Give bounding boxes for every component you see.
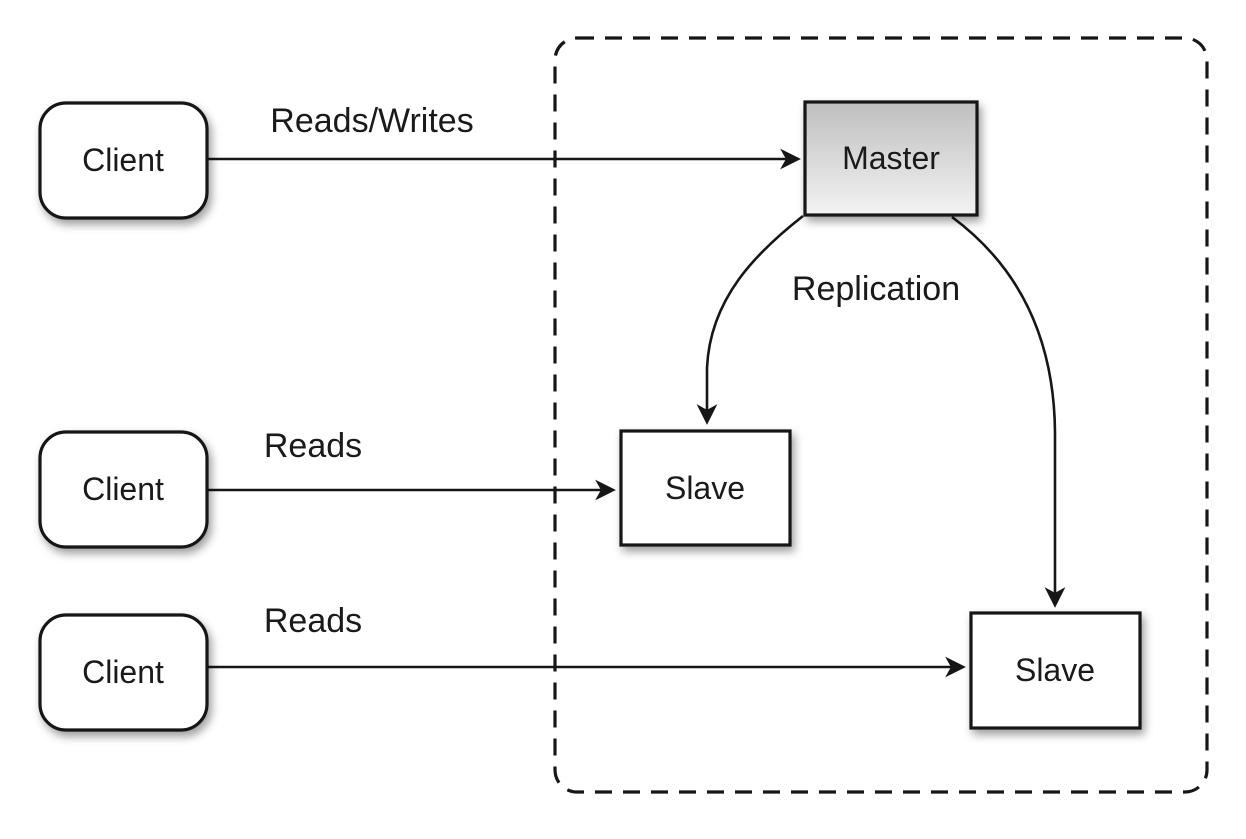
client-node-3-label: Client [82,654,164,690]
edge-label-reads-middle: Reads [264,427,362,465]
client-node-3: Client [38,613,209,732]
edge-label-replication: Replication [792,270,960,308]
arrow-master-to-slave1 [696,214,804,425]
client-node-1-label: Client [82,142,164,178]
slave-node-1-box [619,429,792,547]
client-node-2-box [38,430,209,549]
master-node: Master [803,100,979,217]
client-node-3-box [38,613,209,732]
client-node-1-box [38,101,209,220]
slave-node-2: Slave [969,611,1142,730]
server-cluster-boundary [553,36,1209,794]
slave-node-1: Slave [619,429,792,547]
client-node-1: Client [38,101,209,220]
client-node-2-label: Client [82,471,164,507]
slave-node-2-label: Slave [1015,652,1095,688]
edge-label-reads-writes: Reads/Writes [270,102,473,140]
edge-label-reads-bottom: Reads [264,602,362,640]
master-node-label: Master [842,140,940,176]
slave-node-2-box [969,611,1142,730]
slave-node-1-label: Slave [665,470,745,506]
master-node-box [803,100,979,217]
arrow-master-to-slave2 [951,215,1066,608]
client-node-2: Client [38,430,209,549]
